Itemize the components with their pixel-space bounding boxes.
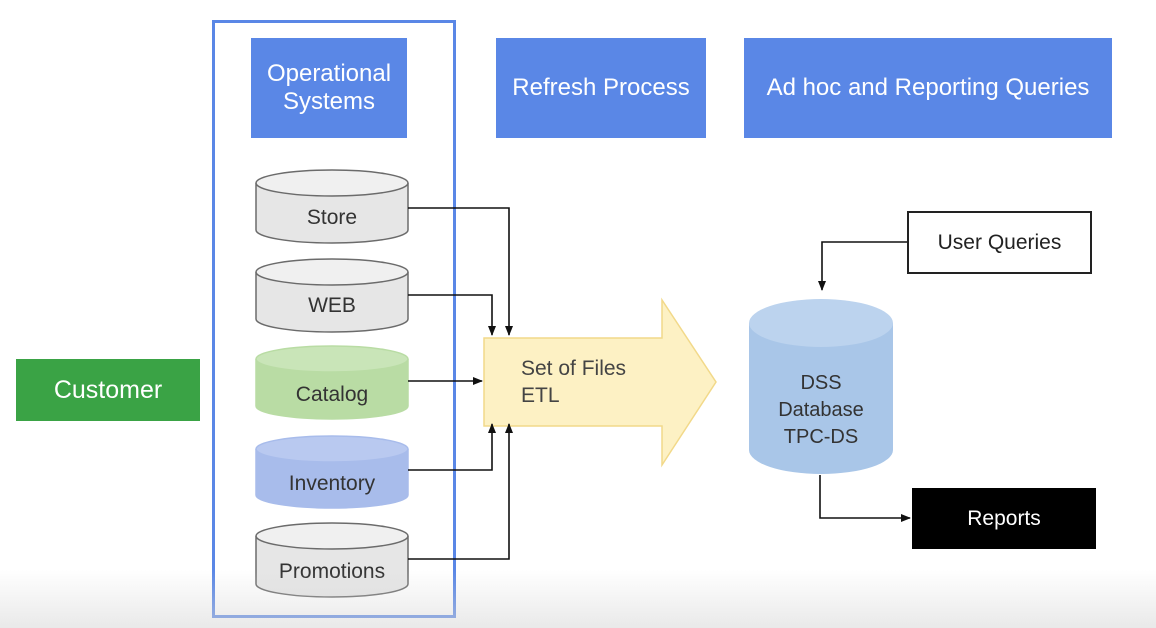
user-queries-box: User Queries (907, 211, 1092, 274)
catalog-cylinder (255, 345, 409, 420)
etl-arrow-shape (483, 297, 717, 468)
reports-box: Reports (912, 488, 1096, 549)
inventory-label: Inventory (288, 472, 376, 495)
refresh-process-label: Refresh Process (512, 74, 690, 101)
refresh-process-header: Refresh Process (496, 38, 706, 138)
store-label: Store (306, 206, 358, 229)
catalog-label: Catalog (295, 383, 369, 406)
etl-line-2: ETL (521, 384, 560, 407)
customer-box: Customer (16, 359, 200, 421)
connector-web-etl (408, 294, 496, 336)
inventory-cylinder (255, 435, 409, 509)
user-queries-label: User Queries (937, 230, 1062, 254)
connector-store-etl (408, 207, 513, 336)
adhoc-queries-header: Ad hoc and Reporting Queries (744, 38, 1112, 138)
dss-line-1: DSS (800, 372, 842, 394)
customer-label: Customer (53, 375, 163, 404)
web-cylinder (255, 258, 409, 333)
connector-promotions-etl (408, 423, 513, 560)
reports-label: Reports (967, 506, 1041, 530)
connector-userqueries-dss (818, 241, 908, 291)
adhoc-queries-label: Ad hoc and Reporting Queries (766, 74, 1090, 101)
dss-line-3: TPC-DS (783, 426, 859, 448)
operational-systems-header: Operational Systems (251, 38, 407, 138)
dss-database-cylinder (749, 299, 893, 474)
connector-inventory-etl (408, 423, 496, 471)
dss-line-2: Database (778, 399, 864, 421)
connector-dss-reports (819, 475, 911, 522)
store-cylinder (255, 169, 409, 244)
etl-label: Set of Files ETL (521, 355, 626, 409)
web-label: WEB (308, 294, 356, 317)
dss-database-label: DSS Database TPC-DS (778, 370, 864, 451)
bottom-shadow (0, 570, 1156, 628)
etl-line-1: Set of Files (521, 357, 627, 380)
operational-systems-label: Operational Systems (266, 60, 392, 115)
